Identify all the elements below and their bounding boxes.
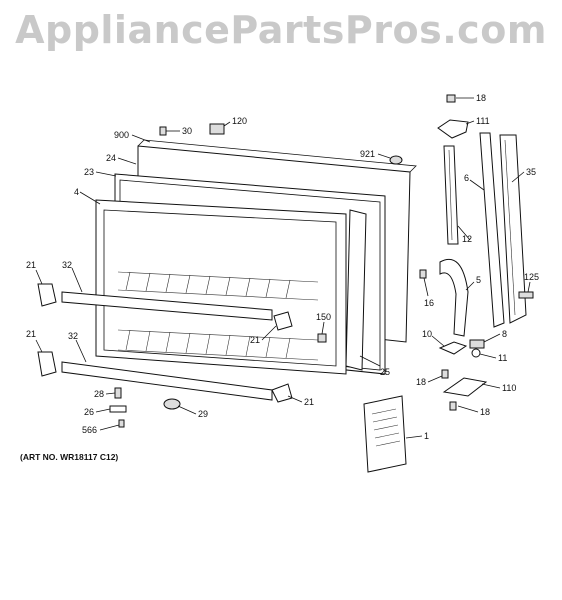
callout-29: 29 <box>198 409 208 419</box>
bushing-part-8 <box>469 339 485 349</box>
callout-18-b: 18 <box>416 377 426 387</box>
callout-35: 35 <box>526 167 536 177</box>
callout-25: 25 <box>380 367 390 377</box>
end-cap-part-21c <box>273 311 293 331</box>
plug-part-29 <box>163 398 181 410</box>
callout-125: 125 <box>524 272 539 282</box>
callout-30: 30 <box>182 126 192 136</box>
gasket-part-25 <box>345 209 367 371</box>
callout-900: 900 <box>114 130 129 140</box>
hinge-cover-part-111 <box>437 119 469 139</box>
callout-24: 24 <box>106 153 116 163</box>
screw-part-30 <box>159 126 167 136</box>
owners-manual-part-1 <box>363 395 407 473</box>
callout-21-b: 21 <box>26 329 36 339</box>
callout-21-d: 21 <box>304 397 314 407</box>
callout-labels: 18 111 120 30 900 921 24 23 4 6 35 12 21… <box>26 93 539 441</box>
callout-32-a: 32 <box>62 260 72 270</box>
plug-part-28 <box>114 387 122 399</box>
callout-16: 16 <box>424 298 434 308</box>
callout-12: 12 <box>462 234 472 244</box>
callout-921: 921 <box>360 149 375 159</box>
callout-4: 4 <box>74 187 79 197</box>
callout-11: 11 <box>498 353 507 363</box>
plug-part-120 <box>209 123 225 135</box>
callout-18: 18 <box>476 93 486 103</box>
bottom-hinge-assembly <box>419 258 488 411</box>
shelf-bar-part-32 <box>61 291 273 321</box>
plug-part-150 <box>317 333 327 343</box>
screw-part-18c <box>449 401 457 411</box>
end-cap-part-21d <box>271 383 293 403</box>
shelf-bar-part-32b <box>61 361 273 401</box>
callout-23: 23 <box>84 167 94 177</box>
screw-part-18 <box>446 94 456 103</box>
callout-8: 8 <box>502 329 507 339</box>
callout-110: 110 <box>502 383 516 393</box>
end-cap-part-21a <box>37 283 57 307</box>
callout-1: 1 <box>424 431 429 441</box>
callout-28: 28 <box>94 389 104 399</box>
leader-lines <box>35 97 531 439</box>
trim-strip-part-35 <box>499 134 527 324</box>
washer-part-11 <box>471 348 481 358</box>
end-cap-part-21b <box>37 351 57 377</box>
callout-6: 6 <box>464 173 469 183</box>
callout-566: 566 <box>82 425 97 435</box>
screw-part-18b <box>441 369 449 379</box>
pin-part-125 <box>518 291 534 299</box>
door-assembly <box>95 123 417 375</box>
hinge-part-110 <box>442 377 488 397</box>
small-parts <box>109 126 181 428</box>
bracket-part-26 <box>109 405 127 413</box>
trim-strip-part-6 <box>479 132 505 328</box>
hinge-part-10 <box>438 341 468 355</box>
shelf-end-caps <box>37 283 327 403</box>
callout-21-c: 21 <box>250 335 260 345</box>
callout-5: 5 <box>476 275 481 285</box>
art-number: (ART NO. WR18117 C12) <box>20 452 119 462</box>
top-hinge-assembly <box>437 94 469 245</box>
door-liner-part-4 <box>95 199 347 375</box>
screw-part-16 <box>419 269 427 279</box>
callout-150: 150 <box>316 312 331 322</box>
shelf-bars <box>61 291 273 401</box>
screw-part-566 <box>118 419 125 428</box>
hinge-part-5 <box>439 258 469 337</box>
callout-21-a: 21 <box>26 260 36 270</box>
callout-26: 26 <box>84 407 94 417</box>
callout-111: 111 <box>476 116 490 126</box>
watermark: AppliancePartsPros.com <box>15 8 547 52</box>
callout-32-b: 32 <box>68 331 78 341</box>
hinge-bracket-part-12 <box>443 145 459 245</box>
callout-120: 120 <box>232 116 247 126</box>
callout-10: 10 <box>422 329 432 339</box>
plug-part-921 <box>389 155 403 165</box>
door-trim-strips <box>479 132 534 328</box>
callout-18-c: 18 <box>480 407 490 417</box>
